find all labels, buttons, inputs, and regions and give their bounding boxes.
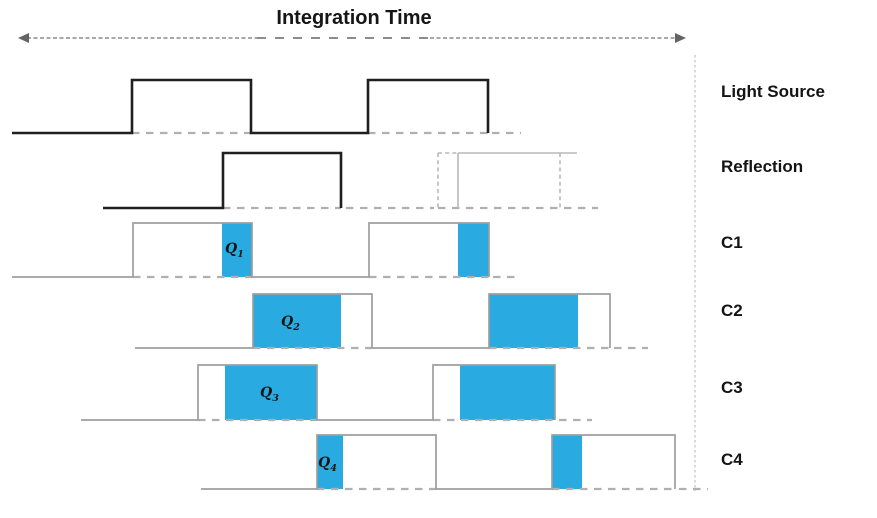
row-label-light-source: Light Source: [721, 82, 825, 101]
c2-charge-fill-2: [489, 294, 578, 348]
c3-charge-fill-2: [460, 365, 555, 420]
c1-waveform: [12, 222, 490, 278]
c4-charge-label: Q4: [318, 455, 337, 474]
row-label-c4: C4: [721, 450, 743, 469]
arrowhead-left-icon: [18, 33, 29, 43]
row-label-reflection: Reflection: [721, 157, 804, 176]
c1-charge-fill-1: [222, 223, 252, 277]
c3-waveform: [81, 364, 556, 421]
row-label-c3: C3: [721, 378, 743, 397]
arrowhead-right-icon: [675, 33, 686, 43]
light-source-waveform: [12, 78, 490, 135]
c2-waveform: [135, 293, 611, 349]
c4-charge-fill-2: [552, 435, 582, 489]
integration-time-title: Integration Time: [276, 7, 432, 29]
c1-charge-fill-2: [458, 223, 489, 277]
row-label-c2: C2: [721, 301, 743, 320]
c3-charge-label: Q3: [260, 385, 279, 404]
c2-charge-label: Q2: [281, 314, 300, 333]
c3-charge-fill-1: [225, 365, 317, 420]
c4-waveform: [201, 434, 676, 490]
c4-charge-fill-1: [317, 435, 343, 489]
c2-charge-fill-1: [253, 294, 341, 348]
c1-charge-label: Q1: [225, 241, 244, 260]
reflection-waveform: [103, 151, 343, 210]
row-label-c1: C1: [721, 233, 743, 252]
